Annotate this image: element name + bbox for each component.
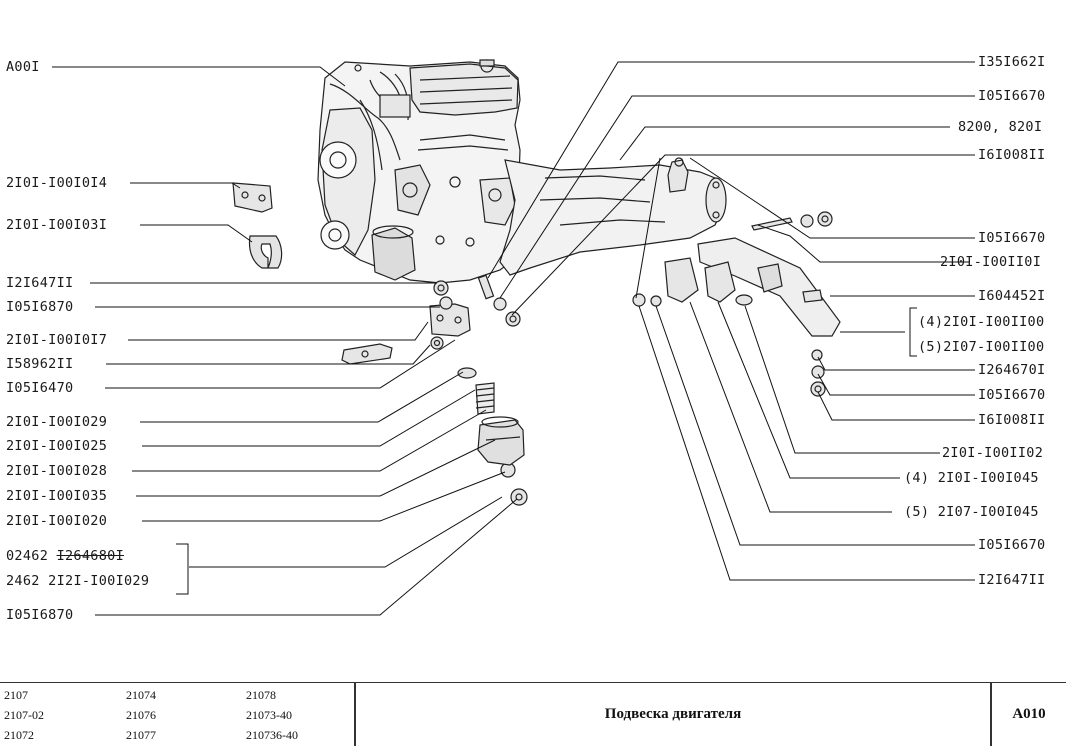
- page-code: A010: [1012, 706, 1046, 722]
- mount-bracket-front: [429, 303, 471, 337]
- divider: [354, 683, 356, 746]
- part-label-4-2101-1001100: (4)2I0I-I00II00: [918, 314, 1045, 330]
- part-label-2101-1001102: 2I0I-I00II02: [942, 445, 1044, 461]
- model-code: 2107: [4, 688, 28, 702]
- variant-prefix: 02462: [6, 548, 49, 564]
- bracket-part-small: [232, 182, 273, 213]
- nuts-center: [477, 274, 662, 327]
- model-code: 21074: [126, 688, 156, 702]
- engine-assembly: [317, 59, 526, 284]
- crossmember-bracket: [664, 211, 841, 397]
- part-label-10516670-c: I05I6670: [978, 387, 1046, 403]
- mount-plate: [341, 343, 393, 365]
- nuts-left: [430, 280, 528, 506]
- part-label-2101-1001035: 2I0I-I00I035: [6, 488, 108, 504]
- part-label-16100811-b: I6I008II: [978, 412, 1046, 428]
- exploded-diagram: [52, 59, 975, 616]
- clamp-part: [248, 235, 283, 269]
- variant-part-struck: I264680I: [56, 548, 124, 564]
- model-code: 2107-02: [4, 708, 44, 722]
- part-label-15896211: I58962II: [6, 356, 74, 372]
- part-label-2101-1001020: 2I0I-I00I020: [6, 513, 108, 529]
- leader-lines-left: [52, 66, 518, 616]
- model-code: 21076: [126, 708, 156, 722]
- model-code: 21078: [246, 688, 276, 702]
- part-label-a001: A00I: [6, 59, 40, 75]
- part-label-10516870-b: I05I6870: [6, 607, 74, 623]
- leader-lines-right: [487, 61, 975, 581]
- part-label-2101-1001025: 2I0I-I00I025: [6, 438, 108, 454]
- part-label-16044521: I604452I: [978, 288, 1046, 304]
- gearbox-assembly: [499, 157, 727, 276]
- part-label-13516621: I35I662I: [978, 54, 1046, 70]
- part-label-16100811: I6I008II: [978, 147, 1046, 163]
- variant-part: 2I2I-I00I029: [48, 573, 150, 589]
- part-label-10516670: I05I6670: [978, 88, 1046, 104]
- part-label-12164711-b: I2I647II: [978, 572, 1046, 588]
- part-label-10516870: I05I6870: [6, 299, 74, 315]
- part-label-2101-1001101: 2I0I-I00II0I: [940, 254, 1042, 270]
- model-code: 21073-40: [246, 708, 292, 722]
- part-label-2101-1001017: 2I0I-I00I0I7: [6, 332, 108, 348]
- variant-label-2462: 2462 2I2I-I00I029: [6, 573, 149, 589]
- part-label-2101-1001014: 2I0I-I00I0I4: [6, 175, 108, 191]
- part-label-2101-1001029: 2I0I-I00I029: [6, 414, 108, 430]
- part-label-12646701: I264670I: [978, 362, 1046, 378]
- model-code: 21077: [126, 728, 156, 742]
- part-label-12164711: I2I647II: [6, 275, 74, 291]
- part-label-10516470: I05I6470: [6, 380, 74, 396]
- divider: [990, 683, 992, 746]
- part-label-2101-1001028: 2I0I-I00I028: [6, 463, 108, 479]
- model-code: 21072: [4, 728, 34, 742]
- part-label-4-2101-1001045: (4) 2I0I-I00I045: [904, 470, 1039, 486]
- variant-prefix: 2462: [6, 573, 40, 589]
- part-label-5-2107-1001100: (5)2I07-I00II00: [918, 339, 1045, 355]
- page-title: Подвеска двигателя: [604, 706, 742, 722]
- title-block: 2107 21074 21078 2107-02 21076 21073-40 …: [0, 682, 1066, 746]
- part-label-10516670-d: I05I6670: [978, 537, 1046, 553]
- part-label-5-2107-1001045: (5) 2I07-I00I045: [904, 504, 1039, 520]
- model-code: 210736-40: [246, 728, 298, 742]
- mount-cushion: [457, 367, 525, 466]
- part-label-10516670-b: I05I6670: [978, 230, 1046, 246]
- variant-label-02462: 02462 I264680I: [6, 548, 124, 564]
- part-label-8200-8201: 8200, 820I: [958, 119, 1043, 135]
- part-label-2101-1001031: 2I0I-I00I03I: [6, 217, 108, 233]
